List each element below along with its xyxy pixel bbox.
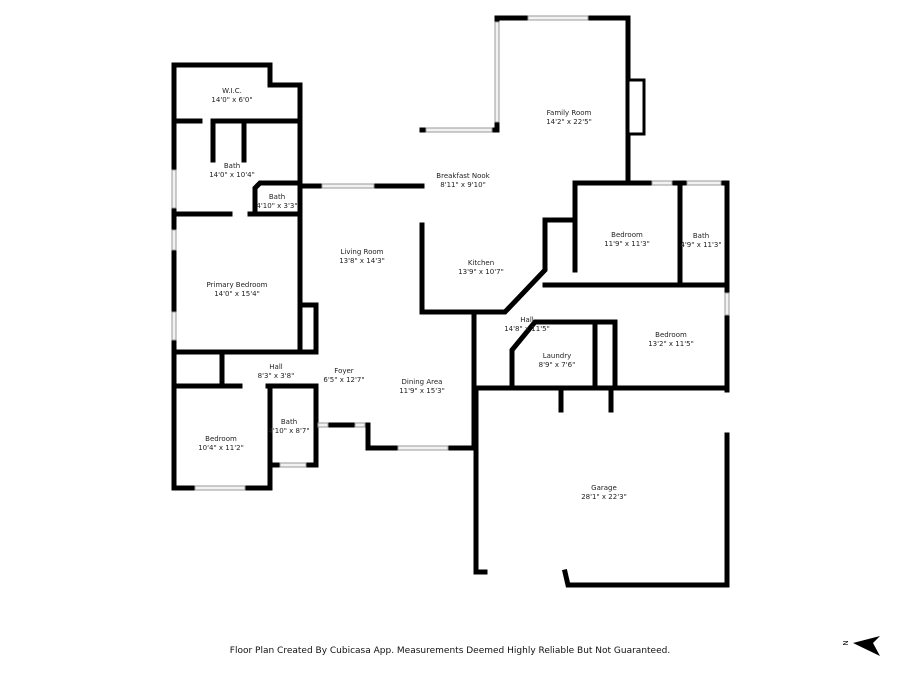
room-bedroom-e-dims: 13'2" x 11'5" xyxy=(648,340,694,348)
north-arrow-icon: N xyxy=(841,636,880,656)
room-laundry-name: Laundry xyxy=(543,352,572,360)
room-dining-area-dims: 11'9" x 15'3" xyxy=(399,387,445,395)
room-kitchen-dims: 13'9" x 10'7" xyxy=(458,268,504,276)
room-bath-left-dims: 4'10" x 8'7" xyxy=(268,427,309,435)
room-garage-dims: 28'1" x 22'3" xyxy=(581,493,627,501)
room-foyer-dims: 6'5" x 12'7" xyxy=(323,376,364,384)
room-living-room-dims: 13'8" x 14'3" xyxy=(339,257,385,265)
room-hall-left-name: Hall xyxy=(269,363,282,371)
compass-label: N xyxy=(841,640,849,645)
room-primary-bedroom-dims: 14'0" x 15'4" xyxy=(214,290,260,298)
room-bath-left-name: Bath xyxy=(281,418,297,426)
room-bedroom-left-name: Bedroom xyxy=(205,435,237,443)
room-bedroom-ne-name: Bedroom xyxy=(611,231,643,239)
room-dining-area-name: Dining Area xyxy=(402,378,443,386)
room-hall-right-name: Hall xyxy=(520,316,533,324)
room-family-room-name: Family Room xyxy=(547,109,592,117)
windows xyxy=(171,15,730,491)
room-labels: W.I.C. 14'0" x 6'0" Bath 14'0" x 10'4" B… xyxy=(198,87,721,501)
room-hall-left-dims: 8'3" x 3'8" xyxy=(258,372,295,380)
room-family-room-dims: 14'2" x 22'5" xyxy=(546,118,592,126)
room-bedroom-ne-dims: 11'9" x 11'3" xyxy=(604,240,650,248)
room-wic-dims: 14'0" x 6'0" xyxy=(211,96,252,104)
room-primary-bath-name: Bath xyxy=(224,162,240,170)
room-primary-bedroom-name: Primary Bedroom xyxy=(207,281,268,289)
walls xyxy=(171,15,730,588)
room-bedroom-e-name: Bedroom xyxy=(655,331,687,339)
fireplace xyxy=(626,78,646,136)
room-breakfast-nook-name: Breakfast Nook xyxy=(436,172,490,180)
room-kitchen-name: Kitchen xyxy=(468,259,494,267)
footer-disclaimer: Floor Plan Created By Cubicasa App. Meas… xyxy=(229,646,671,656)
room-bedroom-left-dims: 10'4" x 11'2" xyxy=(198,444,244,452)
room-bath-ne-name: Bath xyxy=(693,232,709,240)
room-hall-right-dims: 14'8" x 11'5" xyxy=(504,325,550,333)
room-small-bath-dims: 4'10" x 3'3" xyxy=(256,202,297,210)
room-wic-name: W.I.C. xyxy=(222,87,242,95)
room-primary-bath-dims: 14'0" x 10'4" xyxy=(209,171,255,179)
room-laundry-dims: 8'9" x 7'6" xyxy=(539,361,576,369)
room-garage-name: Garage xyxy=(591,484,617,492)
room-breakfast-nook-dims: 8'11" x 9'10" xyxy=(440,181,486,189)
room-living-room-name: Living Room xyxy=(341,248,384,256)
room-foyer-name: Foyer xyxy=(334,367,354,375)
room-bath-ne-dims: 4'9" x 11'3" xyxy=(680,241,721,249)
room-small-bath-name: Bath xyxy=(269,193,285,201)
